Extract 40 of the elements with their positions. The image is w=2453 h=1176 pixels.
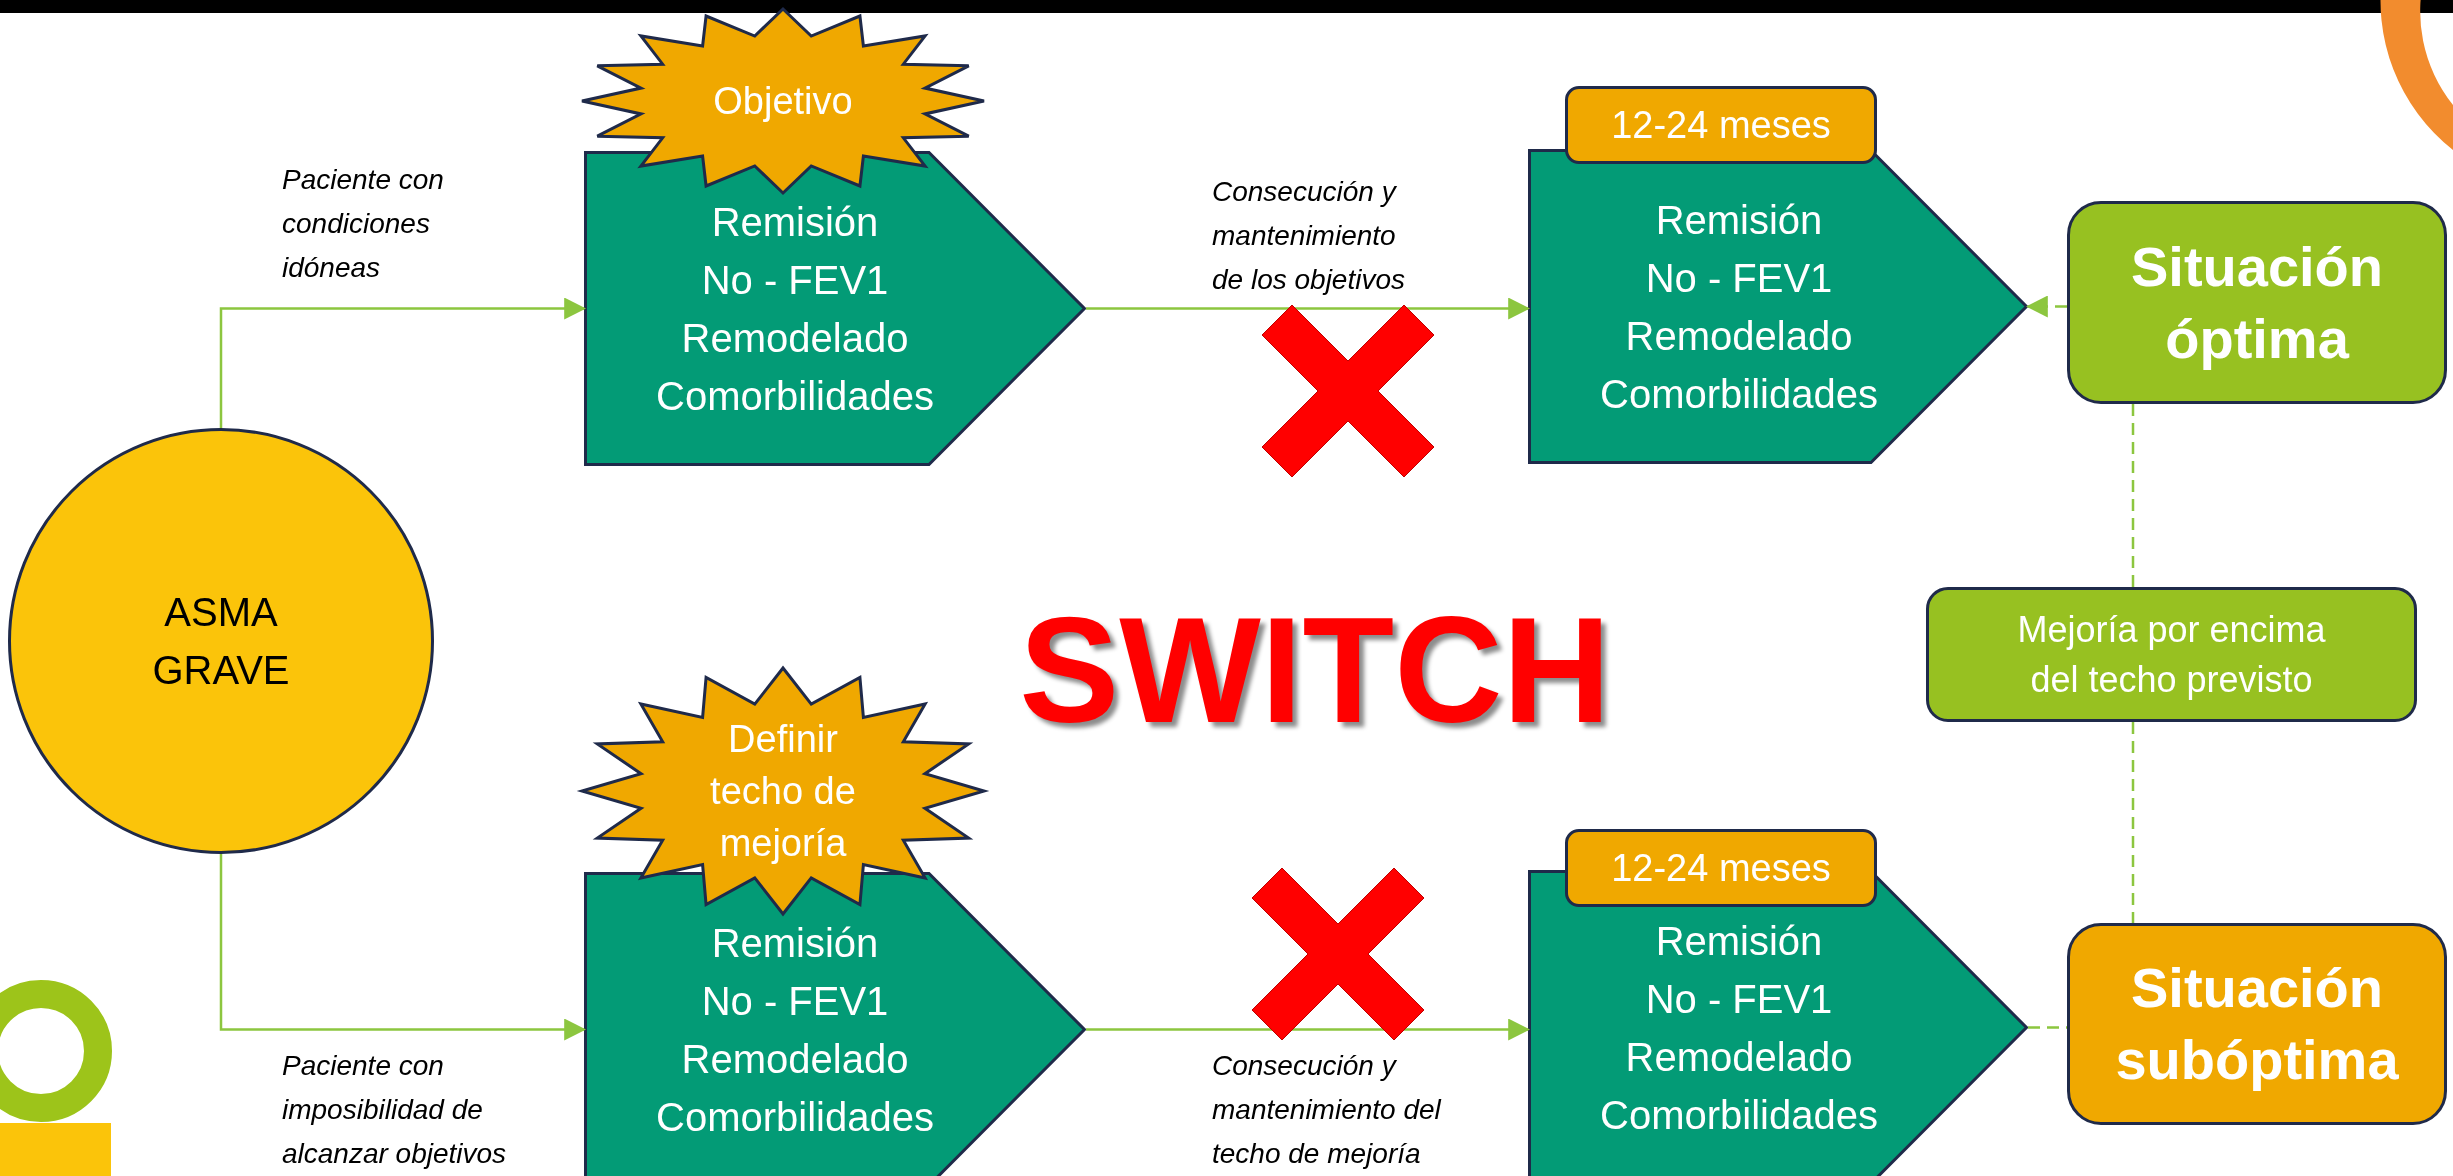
- connector-arrow: [2025, 295, 2067, 318]
- node-text: GRAVE: [152, 647, 290, 694]
- node-text: Comorbilidades: [1600, 371, 1878, 418]
- node-text: 12-24 meses: [1611, 846, 1831, 891]
- node-text: Remisión: [1655, 197, 1823, 244]
- node-text: No - FEV1: [701, 257, 889, 304]
- node-text: 12-24 meses: [1611, 103, 1831, 148]
- outcome-title: Situación óptima: [2130, 233, 2384, 372]
- node-text: Remisión: [1655, 918, 1823, 965]
- node-text: No - FEV1: [1645, 976, 1833, 1023]
- connector-arrow: [1086, 297, 1531, 320]
- connector-arrow: [219, 854, 587, 1041]
- edge-label: Paciente con condiciones idóneas: [282, 163, 445, 285]
- node-text: ASMA: [164, 589, 278, 636]
- node-text: Comorbilidades: [1600, 1092, 1878, 1139]
- duration-tab: [1565, 829, 1877, 907]
- node-text: Mejoría por encima del techo previsto: [2016, 607, 2327, 702]
- node-text: Remodelado: [681, 315, 909, 362]
- outcome-box: [2067, 201, 2447, 404]
- edge-label: Paciente con imposibilidad de alcanzar objetivos: [282, 1049, 508, 1171]
- node-text: Remodelado: [1625, 1034, 1853, 1081]
- outcome-title: Situación subóptima: [2114, 955, 2400, 1093]
- node-text: Remodelado: [681, 1036, 909, 1083]
- node-text: Definir techo de mejoría: [709, 717, 857, 866]
- node-text: Comorbilidades: [656, 1094, 934, 1141]
- headline-text: SWITCH: [1018, 585, 1612, 755]
- connector-arrow: [1086, 1018, 1531, 1041]
- duration-tab: [1565, 86, 1877, 164]
- outcome-box: [2067, 923, 2447, 1125]
- node-text: Objetivo: [713, 79, 853, 124]
- edge-label: Consecución y mantenimiento del techo de mejoría: [1212, 1049, 1443, 1171]
- transition-box: [1926, 587, 2417, 722]
- node-text: No - FEV1: [701, 978, 889, 1025]
- edge-label: Consecución y mantenimiento de los objetivos: [1212, 175, 1406, 297]
- node-text: Remisión: [711, 199, 879, 246]
- node-text: Remodelado: [1625, 313, 1853, 360]
- connector-arrow: [219, 297, 587, 428]
- node-text: No - FEV1: [1645, 255, 1833, 302]
- node-text: Comorbilidades: [656, 373, 934, 420]
- node-text: Remisión: [711, 920, 879, 967]
